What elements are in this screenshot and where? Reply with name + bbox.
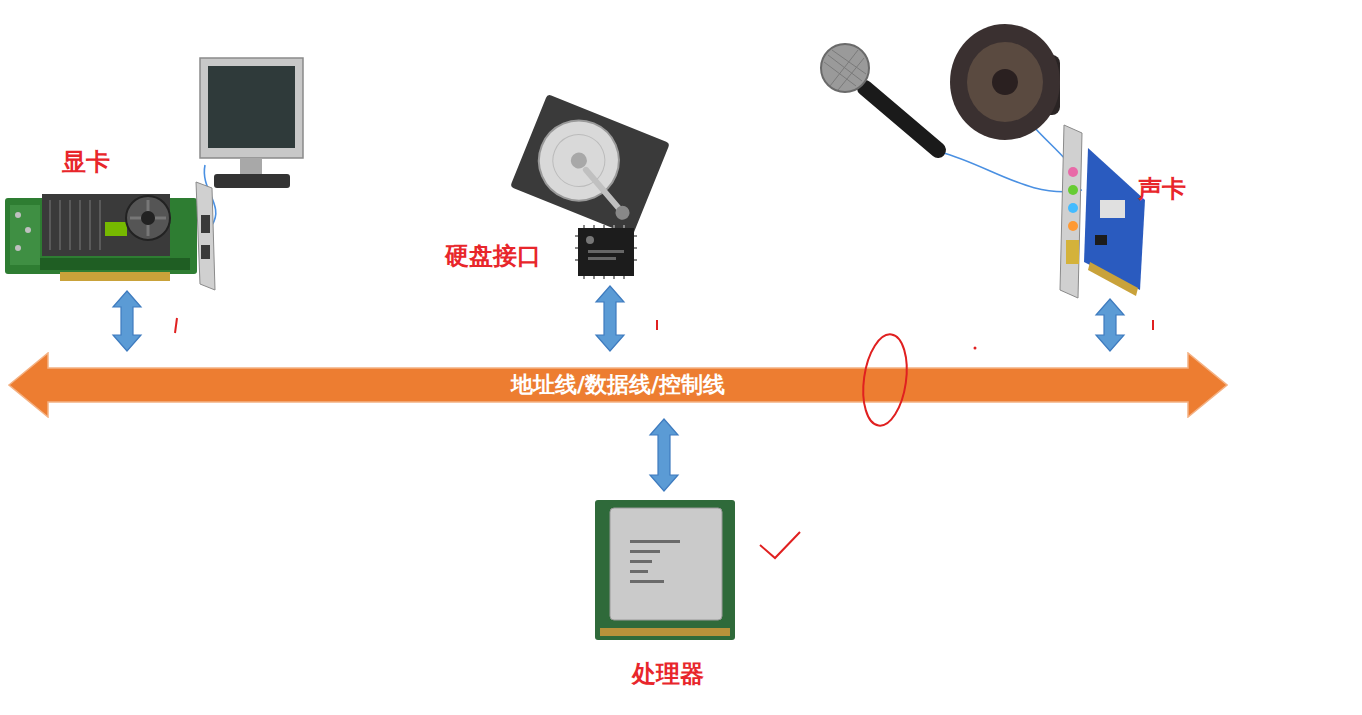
bus-connector-arrow <box>113 291 141 351</box>
red-dot <box>974 347 977 350</box>
part-label: 处理器 <box>588 660 748 689</box>
sound-card-picture <box>1060 125 1145 298</box>
part-label: 显卡 <box>62 148 110 177</box>
bus-band: 地址线/数据线/控制线 <box>8 352 1228 418</box>
red-tick <box>175 318 177 333</box>
processor-picture <box>595 500 735 640</box>
hard-disk-picture <box>510 94 670 236</box>
part-label: 硬盘接口 <box>445 242 541 271</box>
red-circle <box>858 332 912 429</box>
graphics-card-picture <box>5 182 215 290</box>
monitor-picture <box>200 58 303 248</box>
part-label: 声卡 <box>1138 175 1186 204</box>
interface-chip-picture <box>575 225 637 279</box>
bus-connector-arrow <box>1096 299 1124 351</box>
disk-interface-node: 硬盘接口 <box>440 100 665 285</box>
sound-card-node: 声卡 <box>815 20 1205 298</box>
red-tick <box>656 320 658 330</box>
graphics-card-node: 显卡 <box>0 145 312 290</box>
red-checkmark <box>760 532 800 558</box>
bus-label: 地址线/数据线/控制线 <box>511 370 725 400</box>
bus-connector-arrow <box>596 286 624 351</box>
speaker-picture <box>950 24 1078 178</box>
bus-connector-arrow <box>650 419 678 491</box>
processor-node: 处理器 <box>588 492 748 700</box>
red-tick <box>1152 320 1154 330</box>
